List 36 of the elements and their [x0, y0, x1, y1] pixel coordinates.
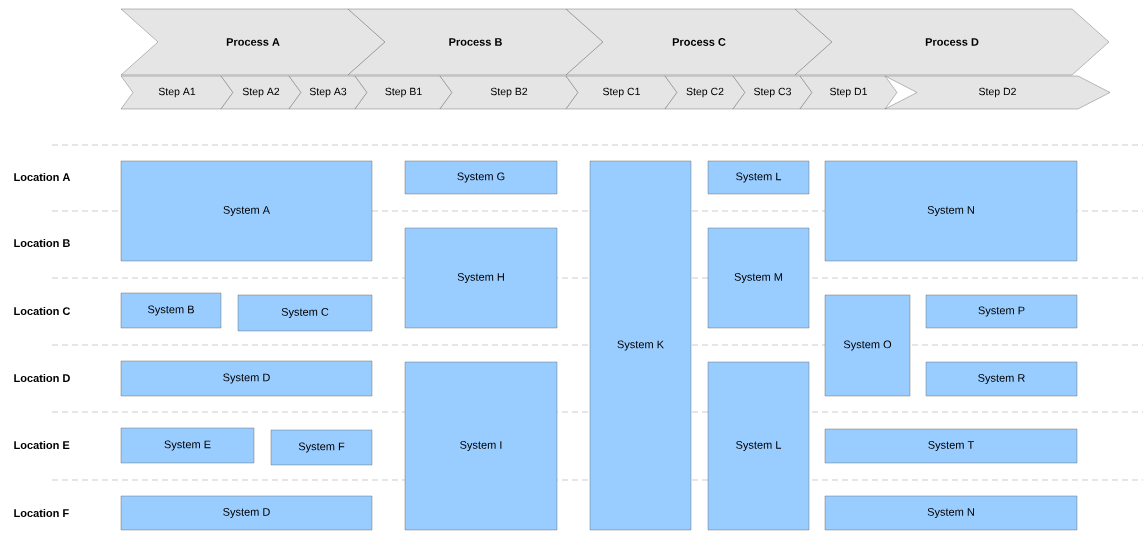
- system-box: System D: [120, 360, 373, 397]
- system-box: System D: [120, 495, 373, 531]
- system-box: System I: [404, 361, 558, 531]
- row-label: Location E: [14, 440, 70, 450]
- system-box: System N: [824, 495, 1078, 531]
- row-label: Location A: [14, 172, 71, 182]
- system-box: System F: [270, 429, 373, 466]
- step-stage: Step D2: [884, 75, 1111, 110]
- system-box: System L: [707, 361, 810, 531]
- system-box: System M: [707, 227, 810, 329]
- process-stage: Process D: [794, 8, 1110, 76]
- system-box: System C: [237, 294, 373, 332]
- row-label: Location C: [14, 306, 71, 316]
- system-box: System H: [404, 227, 558, 329]
- system-box: System R: [925, 361, 1078, 397]
- system-box: System L: [707, 160, 810, 195]
- system-box: System B: [120, 292, 222, 329]
- step-stage: Step B2: [439, 75, 579, 110]
- system-box: System P: [925, 294, 1078, 329]
- system-box: System G: [404, 160, 558, 195]
- step-stage: Step C3: [732, 75, 813, 110]
- system-box: System T: [824, 428, 1078, 464]
- row-label: Location D: [14, 373, 70, 383]
- step-stage: Step A2: [220, 75, 302, 110]
- system-box: System E: [120, 427, 255, 464]
- row-label: Location B: [14, 238, 70, 248]
- system-box: System A: [120, 160, 373, 262]
- process-stage: Process A: [120, 8, 386, 76]
- row-label: Location F: [14, 508, 69, 518]
- process-stage: Process C: [565, 8, 833, 76]
- process-stage: Process B: [347, 8, 604, 76]
- system-box: System K: [589, 160, 692, 531]
- step-stage: Step C2: [664, 75, 746, 110]
- system-box: System N: [824, 160, 1078, 262]
- step-stage: Step A3: [288, 75, 368, 110]
- system-box: System O: [824, 294, 911, 397]
